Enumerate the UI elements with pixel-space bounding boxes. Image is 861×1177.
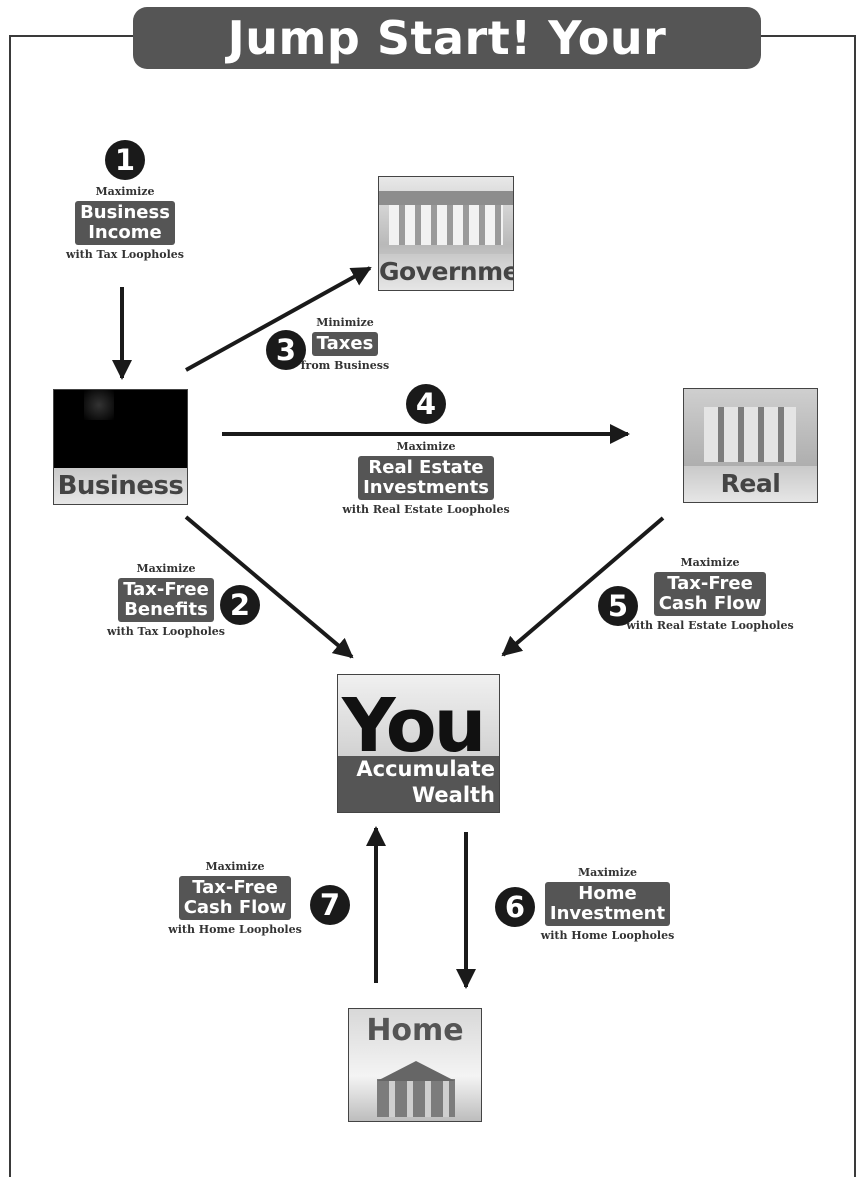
step-5-bottom: with Real Estate Loopholes: [626, 619, 794, 632]
home-caption: Home: [366, 1013, 464, 1048]
step-6-bottom: with Home Loopholes: [540, 929, 675, 942]
you-caption-line1: Accumulate: [356, 757, 495, 781]
step-1-box-line2: Income: [88, 222, 162, 243]
step-4-box: Real Estate Investments: [358, 456, 494, 500]
step-6-box-line1: Home: [578, 883, 637, 904]
step-1-top: Maximize: [95, 185, 155, 198]
arrow-real-estate-to-you: [501, 516, 665, 657]
step-2-box-line2: Benefits: [124, 599, 208, 620]
you-big-text: You: [342, 683, 486, 769]
step-2-labels: Maximize Tax-Free Benefits with Tax Loop…: [96, 562, 236, 638]
step-5-top: Maximize: [680, 556, 740, 569]
step-4-labels: Maximize Real Estate Investments with Re…: [326, 440, 526, 516]
step-7-bottom: with Home Loopholes: [168, 923, 302, 936]
arrow-business-to-you: [184, 515, 354, 659]
step-5-box-line2: Cash Flow: [658, 593, 762, 614]
business-photo-highlight: [84, 390, 114, 420]
step-7-box: Tax-Free Cash Flow: [178, 876, 292, 920]
step-1-box: Business Income: [75, 201, 175, 245]
business-caption: Business: [54, 468, 187, 504]
step-3-box: Taxes: [311, 332, 379, 356]
step-2-top: Maximize: [136, 562, 196, 575]
step-5-box: Tax-Free Cash Flow: [653, 572, 767, 616]
home-image: Home: [348, 1008, 482, 1122]
government-image: Government: [378, 176, 514, 291]
step-6-box: Home Investment: [544, 882, 671, 926]
step-7-top: Maximize: [205, 860, 265, 873]
step-5-labels: Maximize Tax-Free Cash Flow with Real Es…: [620, 556, 800, 632]
step-3-bottom: from Business: [300, 359, 390, 372]
step-7-box-line1: Tax-Free: [192, 877, 278, 898]
you-caption: Accumulate Wealth: [338, 756, 499, 812]
step-5-box-line1: Tax-Free: [667, 573, 753, 594]
real-estate-caption: Real Estate: [684, 466, 817, 502]
step-4-top: Maximize: [396, 440, 456, 453]
arrow-business-to-government: [185, 266, 372, 372]
government-roof: [379, 191, 513, 205]
step-1-number: 1: [105, 140, 145, 180]
you-image: You Accumulate Wealth: [337, 674, 500, 813]
step-4-box-line1: Real Estate: [368, 457, 484, 478]
step-3-top: Minimize: [316, 316, 374, 329]
step-4-bottom: with Real Estate Loopholes: [342, 503, 510, 516]
step-5-number: 5: [598, 586, 638, 626]
step-1-bottom: with Tax Loopholes: [65, 248, 184, 261]
home-roof: [377, 1061, 455, 1081]
step-4-number: 4: [406, 384, 446, 424]
step-2-number: 2: [220, 585, 260, 625]
step-2-bottom: with Tax Loopholes: [106, 625, 225, 638]
home-house: [377, 1079, 455, 1117]
government-caption: Government: [379, 254, 513, 290]
government-columns: [389, 205, 503, 245]
step-6-top: Maximize: [577, 866, 638, 879]
step-4-box-line2: Investments: [363, 477, 489, 498]
step-7-box-line2: Cash Flow: [183, 897, 287, 918]
step-1-box-line1: Business: [80, 202, 170, 223]
step-6-box-line2: Investment: [549, 903, 666, 924]
real-estate-image: Real Estate: [683, 388, 818, 503]
step-3-labels: Minimize Taxes from Business: [300, 316, 390, 372]
step-2-box-line1: Tax-Free: [123, 579, 209, 600]
step-7-number: 7: [310, 885, 350, 925]
step-2-box: Tax-Free Benefits: [118, 578, 214, 622]
real-estate-house: [704, 407, 796, 462]
step-3-number: 3: [266, 330, 306, 370]
you-caption-line2: Wealth: [411, 783, 495, 807]
page-title: Jump Start! Your Wealth: [133, 7, 761, 127]
step-6-number: 6: [495, 887, 535, 927]
step-1: 1 Maximize Business Income with Tax Loop…: [50, 140, 200, 261]
step-7-labels: Maximize Tax-Free Cash Flow with Home Lo…: [165, 860, 305, 936]
step-6-labels: Maximize Home Investment with Home Looph…: [535, 866, 680, 942]
business-image: Business: [53, 389, 188, 505]
